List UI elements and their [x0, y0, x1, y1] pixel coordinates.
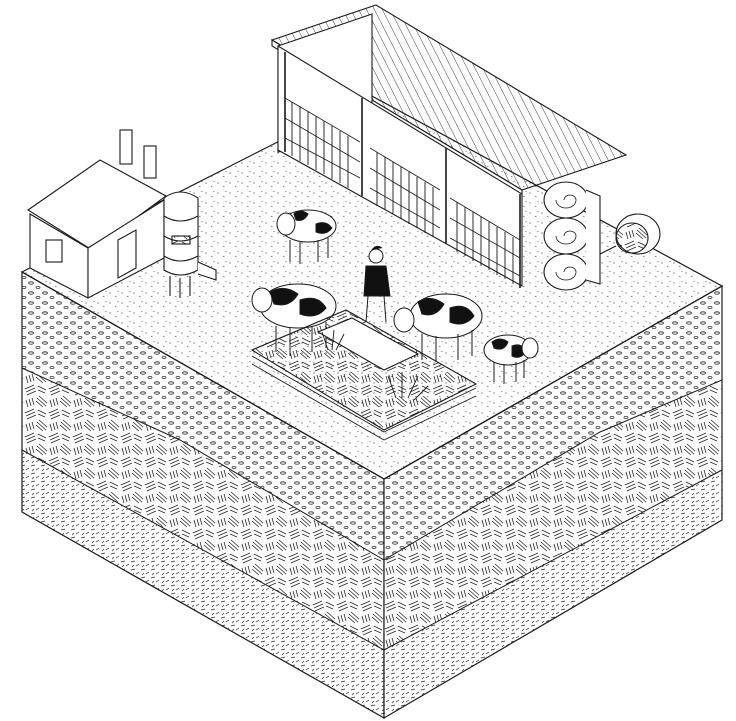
hay-bales: [544, 182, 600, 290]
hay-bale: [544, 218, 588, 254]
hut-chimney: [144, 146, 156, 178]
hay-bale-sides: [586, 190, 600, 284]
hay-bale: [544, 254, 588, 290]
hay-bale: [544, 182, 588, 218]
hut-chimney: [120, 130, 132, 164]
hut-window: [46, 240, 62, 262]
